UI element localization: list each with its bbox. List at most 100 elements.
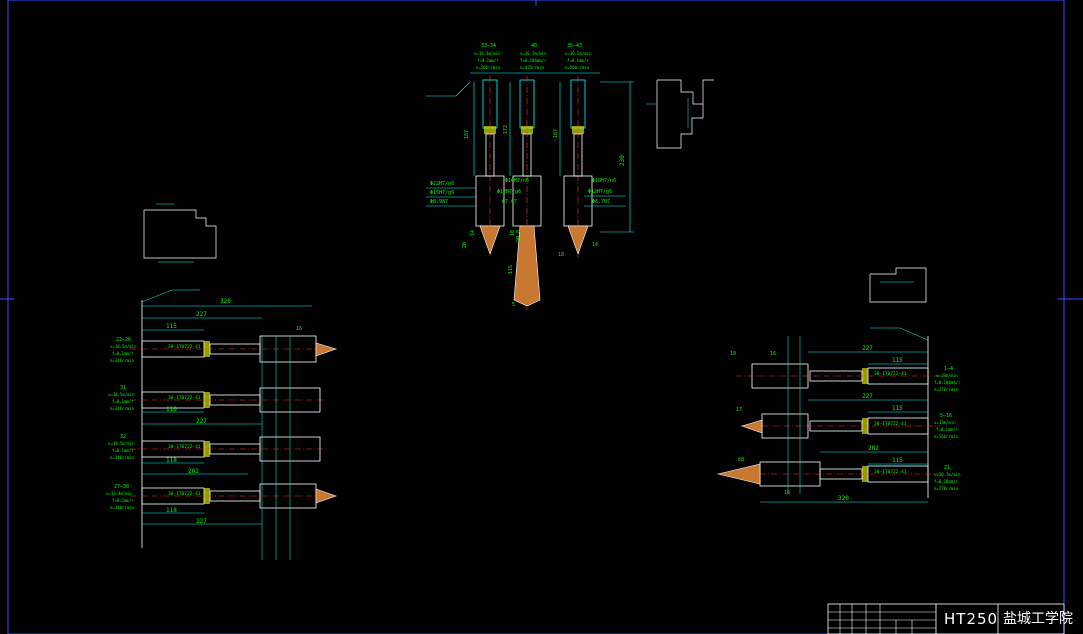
left-op-3-v: v=18.5m/min (108, 441, 135, 446)
right-op-2-n: n=566r/min (934, 434, 959, 439)
left-dim-320: 320 (220, 298, 231, 305)
right-op-1-n: n=270r/min (934, 387, 959, 392)
right-group: 227 115 19 30-1T0722-41 227 115 17 30-1T… (716, 327, 961, 503)
top-fit-8: Φ12H7/g6 (588, 189, 612, 195)
top-dim-14: 14 (592, 242, 598, 248)
top-fit-3: Φ8.987 (430, 199, 448, 205)
right-op-3-v: v=10.7m/min (934, 472, 961, 477)
top-fit-4: Φ16H7/n6 (505, 178, 529, 184)
top-op-2-id: 40 (531, 43, 537, 49)
right-op-2-f: f=0.1mm/r (936, 427, 958, 432)
top-spindle-2 (512, 76, 542, 310)
left-spindle-2: 30-1T0722-41 (130, 387, 326, 413)
top-op-2-v: v=10.7m/min (520, 51, 547, 56)
top-dim-10: 10 (510, 230, 516, 236)
left-spindle-1: 30-1T0722-41 (130, 335, 337, 363)
right-op-1-id: 1—4 (944, 366, 953, 372)
top-spindle-3 (563, 76, 593, 258)
top-op-3-n: n=566r/min (565, 65, 590, 70)
right-dim-227b: 227 (862, 393, 873, 400)
top-dim-18: 18 (558, 252, 564, 258)
top-op-1-id: 33—34 (481, 43, 496, 49)
right-dim-16b: 16 (770, 351, 776, 357)
top-fit-1: Φ22H7/n6 (430, 181, 454, 187)
right-spindle-2-code: 30-1T0722-41 (874, 421, 907, 427)
top-fit-6: Φ7.67 (502, 199, 517, 205)
top-spindle-1 (475, 76, 505, 256)
top-fit-2: Φ15H7/g6 (430, 190, 454, 196)
top-fit-9: Φ6.707 (592, 199, 610, 205)
top-op-1-n: n=566r/min (476, 65, 501, 70)
left-op-2-n: n=346r/min (110, 406, 135, 411)
top-op-3-v: v=10.5m/min (565, 51, 592, 56)
left-op-3-f: f=0.1mm/r (112, 448, 134, 453)
left-op-2-f: f=0.1mm/r (112, 399, 134, 404)
top-op-2-f: f=0.186mm/r (520, 58, 547, 63)
right-dim-227: 227 (862, 345, 873, 352)
right-dim-115c: 115 (892, 457, 903, 464)
right-op-2-v: v=13m/min (934, 420, 956, 425)
left-op-4-id: 27—30 (114, 484, 129, 490)
top-op-1-f: f=0.1mm/r (477, 58, 499, 63)
top-dim-230: 230 (619, 155, 626, 166)
school-name: 盐城工学院 (1003, 611, 1073, 627)
right-op-3-id: 21 (944, 465, 950, 471)
left-spindle-2-code: 30-1T0722-41 (168, 395, 201, 401)
top-dim-5: 5 (512, 302, 515, 308)
top-group: 33—34 v=19.4m/min f=0.1mm/r n=566r/min 4… (426, 43, 634, 310)
top-dim-172: 172 (503, 125, 509, 134)
top-fit-7: Φ18H7/n6 (592, 178, 616, 184)
left-op-3-id: 32 (120, 434, 126, 440)
drawing-frame (7, 0, 1065, 634)
right-spindle-2: 30-1T0722-41 (740, 413, 940, 439)
right-dim-115b: 115 (892, 405, 903, 412)
left-spindle-4: 30-1T0722-41 (130, 483, 337, 509)
left-spindle-3-code: 30-1T0722-41 (168, 444, 201, 450)
left-dim-116: 116 (166, 406, 177, 413)
right-spindle-3-code: 30-1T0722-41 (874, 469, 907, 475)
left-op-4-n: n=346r/min (110, 505, 135, 510)
part-sketch-top (646, 79, 714, 149)
top-op-3-id: 35—43 (567, 43, 582, 49)
left-dim-115: 115 (166, 323, 177, 330)
left-op-1-v: v=18.5m/min (110, 344, 137, 349)
left-op-2-id: 31 (120, 385, 126, 391)
left-spindle-1-code: 30-1T0722-41 (168, 344, 201, 350)
left-dim-202: 202 (188, 468, 199, 475)
left-dim-227: 227 (196, 311, 207, 318)
right-dim-19: 19 (730, 351, 736, 357)
left-dim-16: 16 (296, 326, 302, 332)
left-op-1-f: f=0.1mm/r (112, 351, 134, 356)
top-dim-187a: 187 (464, 130, 470, 139)
title-block (827, 603, 1065, 634)
right-op-3-f: f=0.18mm/r (934, 479, 959, 484)
left-dim-227b: 227 (196, 418, 207, 425)
right-dim-17: 17 (736, 407, 742, 413)
top-fit-5: Φ12H7/g6 (497, 189, 521, 195)
left-op-3-n: n=346r/min (110, 455, 135, 460)
top-dim-14b: 14 (470, 230, 476, 236)
right-dim-320: 320 (838, 495, 849, 502)
top-op-3-f: f=0.1mm/r (567, 58, 589, 63)
material-label: HT250 (944, 610, 999, 628)
top-dim-115: 115 (508, 265, 514, 274)
right-op-1-v: v=18m/min (936, 373, 958, 378)
right-op-1-f: f=0.186mm/r (934, 380, 961, 385)
left-spindle-3: 30-1T0722-41 (130, 436, 326, 462)
right-dim-16: 16 (784, 490, 790, 496)
part-sketch-left (143, 203, 217, 263)
right-op-3-n: n=270r/min (934, 486, 959, 491)
left-dim-118: 118 (166, 457, 177, 464)
right-spindle-1-code: 30-1T0722-41 (874, 371, 907, 377)
top-op-1-v: v=19.4m/min (474, 51, 501, 56)
left-op-4-v: v=13.4m/min (106, 491, 133, 496)
right-op-2-id: 5—16 (940, 413, 952, 419)
top-op-2-n: n=425r/min (520, 65, 545, 70)
left-op-1-id: 22—26 (116, 337, 131, 343)
right-spindle-1: 30-1T0722-41 (736, 363, 940, 389)
part-sketch-right (869, 267, 927, 303)
right-dim-115: 115 (892, 357, 903, 364)
top-dim-20: 20 (462, 242, 468, 248)
left-op-1-n: n=346r/min (110, 358, 135, 363)
